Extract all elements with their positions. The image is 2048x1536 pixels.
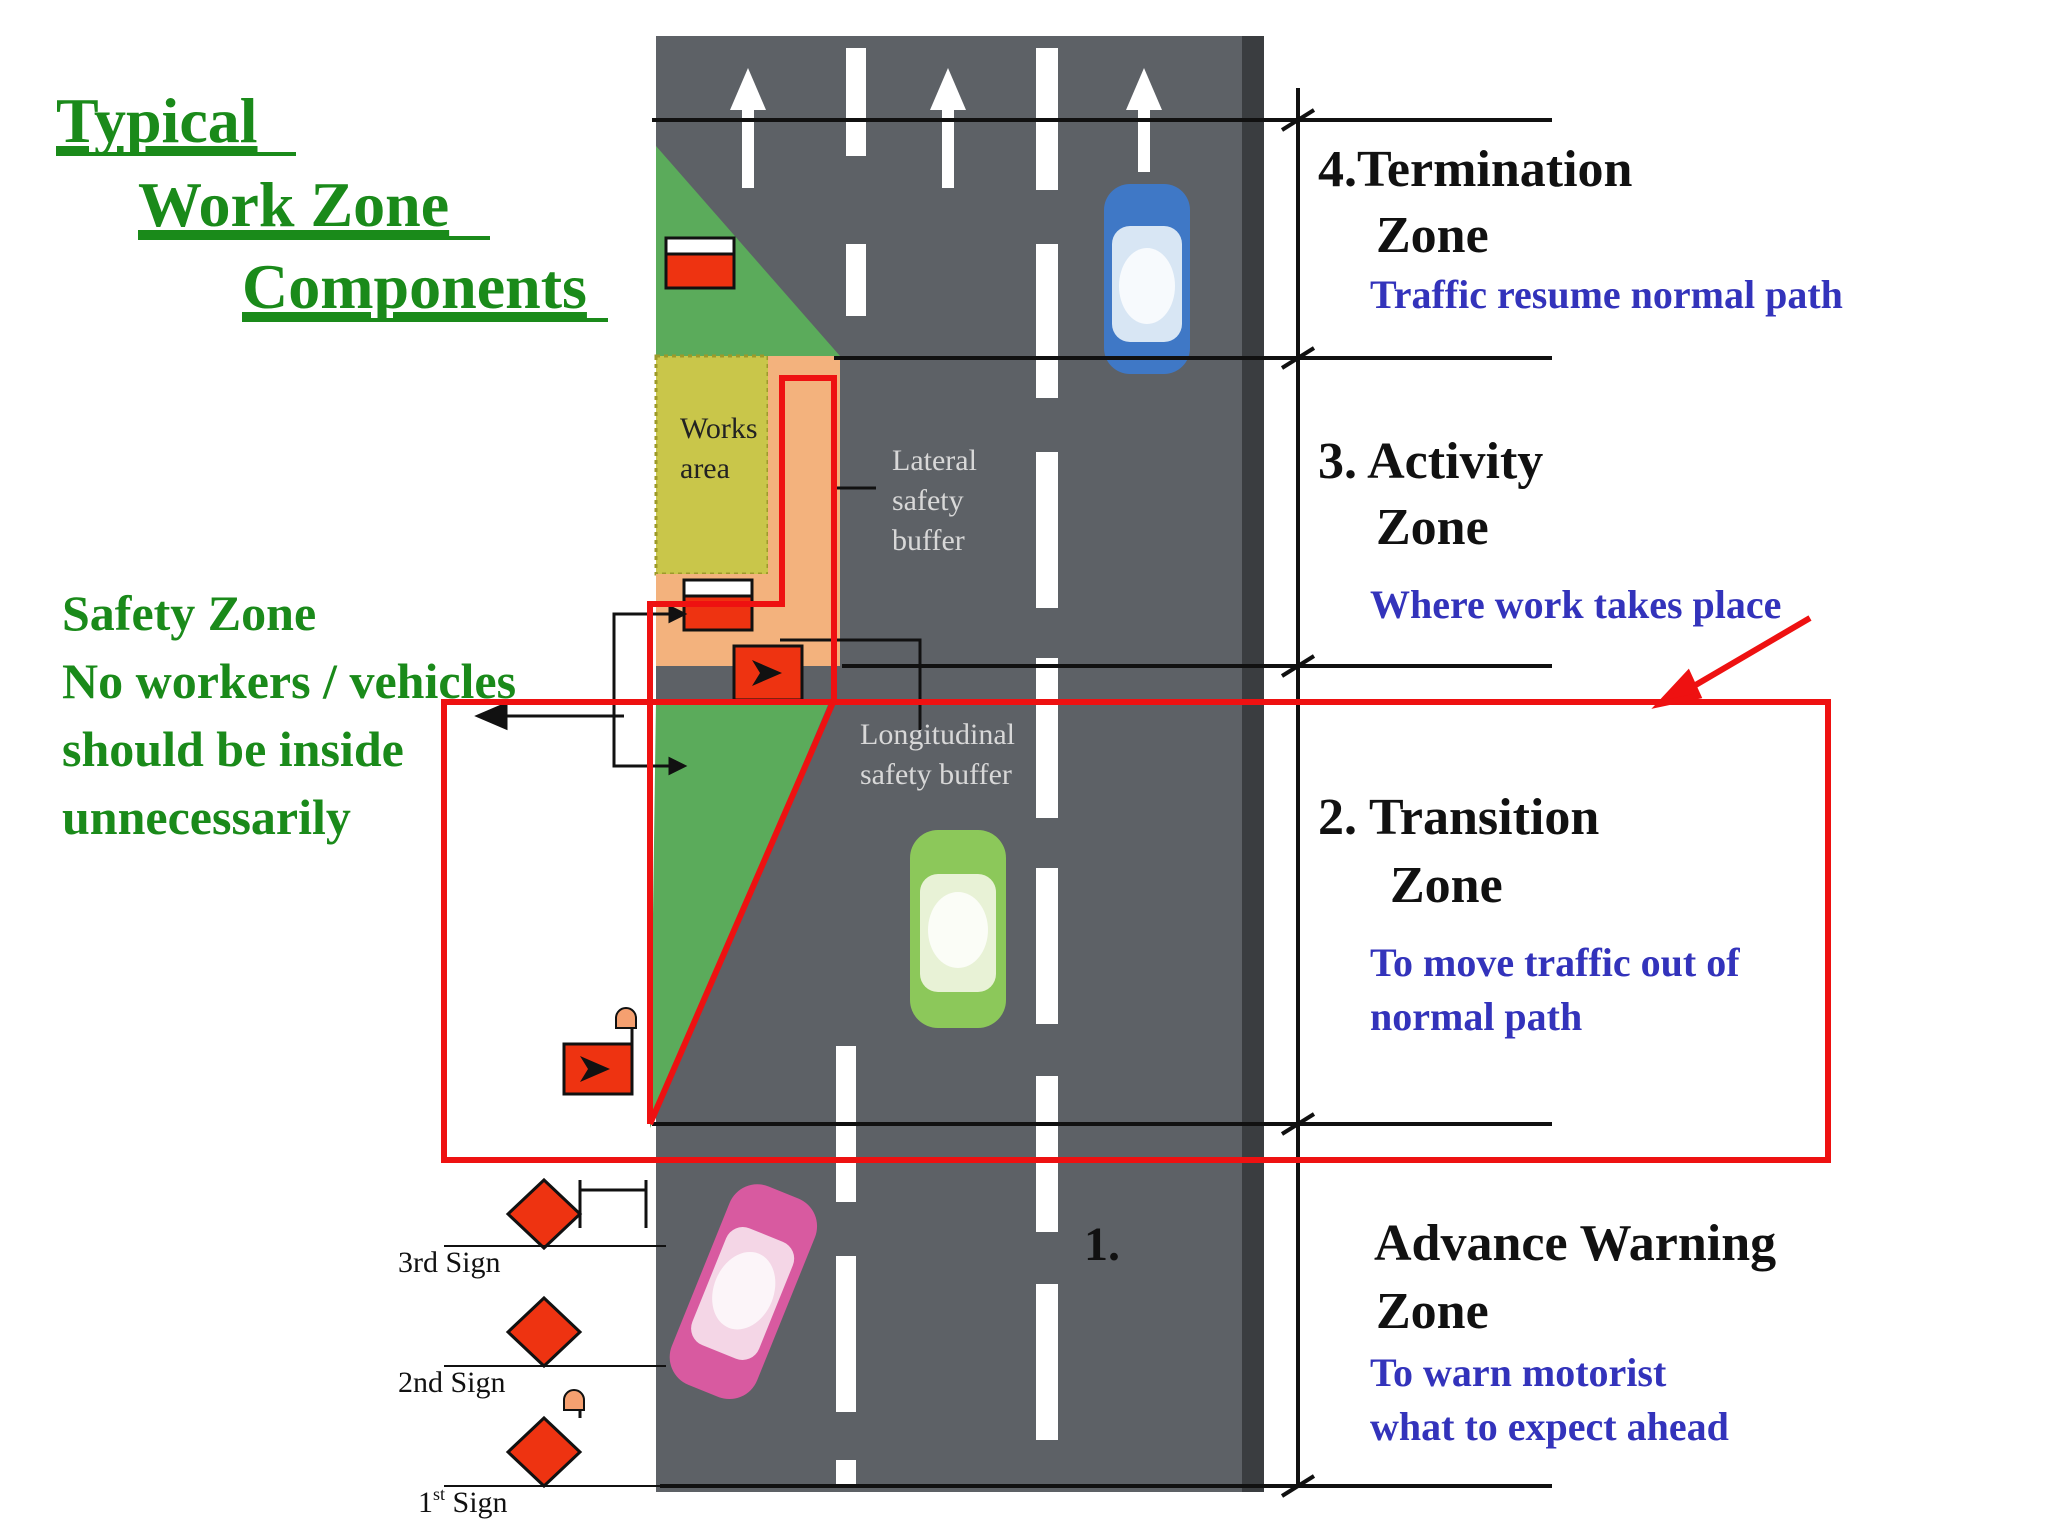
first-sign-label: 1st Sign <box>418 1484 508 1519</box>
diamond-sign-icon <box>505 1177 583 1251</box>
lateral-buffer-label-1: Lateral <box>892 444 977 477</box>
pointer-arrow-icon <box>1651 668 1703 709</box>
arrow-right-icon <box>668 756 688 776</box>
safety-zone-line-4: unnecessarily <box>62 789 351 845</box>
safety-zone-outline <box>647 375 837 1126</box>
advance-zone-desc-1: To warn motorist <box>1370 1350 1667 1395</box>
longitudinal-buffer-label-2: safety buffer <box>860 758 1012 791</box>
title-line-2: Work Zone <box>138 169 449 240</box>
termination-taper <box>656 146 840 356</box>
arrow-left-icon <box>474 701 508 731</box>
lane-dash <box>1036 244 1058 398</box>
road-edge <box>1242 36 1264 1492</box>
termination-zone-title-1: 4.Termination <box>1318 141 1633 198</box>
lane-dash <box>1036 452 1058 608</box>
activity-zone-title-1: 3. Activity <box>1318 433 1543 490</box>
advance-warning-signs <box>444 1177 666 1489</box>
works-area-label-1: Works <box>680 412 758 445</box>
red-highlights <box>441 375 1831 1163</box>
advance-zone-desc-2: what to expect ahead <box>1370 1404 1729 1449</box>
road-labels: Works area Lateral safety buffer Longitu… <box>680 412 1120 1271</box>
sign-termination-icon <box>664 236 736 290</box>
transition-zone-title-2: Zone <box>1390 857 1503 914</box>
safety-zone-line-2: No workers / vehicles <box>62 653 516 709</box>
advance-zone-title-1: Advance Warning <box>1374 1215 1776 1272</box>
diamond-sign-flag-icon <box>505 1415 583 1489</box>
zone-dividers <box>652 88 1552 1498</box>
third-sign-label: 3rd Sign <box>398 1246 501 1279</box>
arrow-up-icon <box>730 68 766 188</box>
advance-zone-number: 1. <box>1084 1218 1120 1271</box>
diamond-sign-icon <box>505 1295 583 1369</box>
road-signs <box>562 236 804 1096</box>
works-area <box>656 356 768 574</box>
lane-dash <box>1036 1284 1058 1440</box>
car-green <box>910 830 1006 1028</box>
chevron-sign-flag-icon <box>562 1007 637 1096</box>
car-pink <box>669 1184 818 1400</box>
zone-descriptions: 4.Termination Zone Traffic resume normal… <box>1318 141 1843 1449</box>
lane-dash <box>836 1256 856 1412</box>
arrow-up-icon <box>930 68 966 188</box>
sign-labels: 3rd Sign 2nd Sign 1st Sign <box>398 1246 508 1519</box>
lane-dash <box>846 48 866 156</box>
second-sign-label: 2nd Sign <box>398 1366 506 1399</box>
termination-zone-title-2: Zone <box>1376 207 1489 264</box>
safety-zone-line-3: should be inside <box>62 721 404 777</box>
lane-dash <box>1036 1076 1058 1232</box>
lane-dash <box>1036 658 1058 818</box>
termination-zone-desc: Traffic resume normal path <box>1370 272 1843 317</box>
arrow-right-icon <box>668 604 688 624</box>
lane-dash <box>836 1460 856 1488</box>
works-area-label-2: area <box>680 452 730 485</box>
title-line-3: Components <box>242 251 587 322</box>
chevron-sign-icon <box>732 644 804 702</box>
longitudinal-buffer-label-1: Longitudinal <box>860 718 1015 751</box>
title-line-1: Typical <box>56 85 258 156</box>
transition-zone-title-1: 2. Transition <box>1318 789 1599 846</box>
activity-zone-desc: Where work takes place <box>1370 582 1781 627</box>
page-title: Typical Work Zone Components <box>56 85 608 322</box>
direction-arrows <box>730 68 1162 188</box>
transition-zone-desc-1: To move traffic out of <box>1370 940 1740 985</box>
car-blue <box>1104 184 1190 374</box>
lane-dash <box>1036 868 1058 1024</box>
transition-zone-highlight <box>441 699 1831 1163</box>
lateral-buffer-label-3: buffer <box>892 524 965 557</box>
transition-zone-desc-2: normal path <box>1370 994 1582 1039</box>
lane-dash <box>846 244 866 316</box>
activity-zone-title-2: Zone <box>1376 499 1489 556</box>
advance-zone-title-2: Zone <box>1376 1283 1489 1340</box>
safety-zone-title: Safety Zone <box>62 585 316 641</box>
safety-zone-note: Safety Zone No workers / vehicles should… <box>62 585 516 845</box>
lateral-buffer-label-2: safety <box>892 484 964 517</box>
